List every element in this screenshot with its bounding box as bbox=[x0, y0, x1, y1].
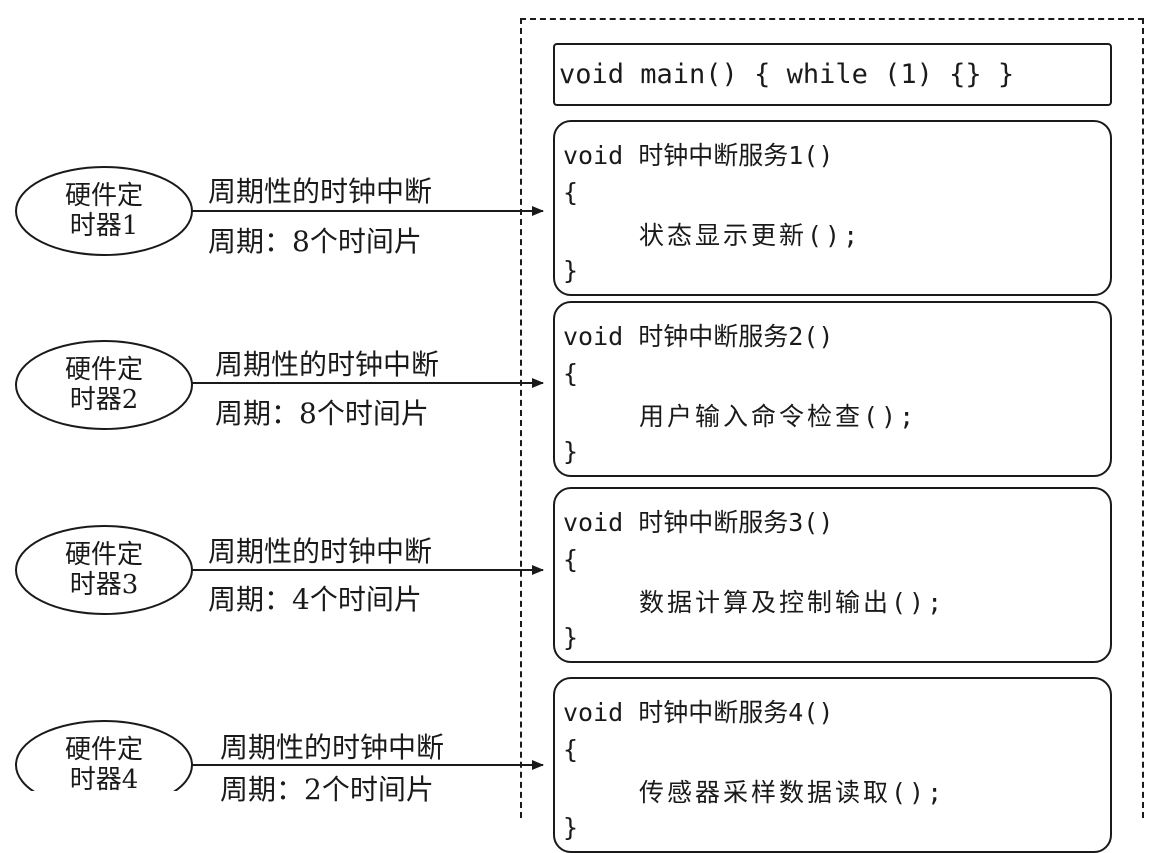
signal-label-1: 周期性的时钟中断 bbox=[208, 175, 433, 208]
isr-open-brace: { bbox=[563, 178, 579, 207]
isr-header: void 时钟中断服务3() bbox=[563, 508, 834, 537]
isr-close-brace: } bbox=[563, 813, 579, 842]
timer-label-line: 硬件定 bbox=[64, 735, 143, 765]
signal-label-2: 周期性的时钟中断 bbox=[215, 348, 440, 381]
main-function-box: void main() { while (1) {} } bbox=[553, 43, 1112, 106]
timer-label-line: 硬件定 bbox=[64, 181, 143, 211]
software-region bbox=[520, 18, 1144, 818]
period-label-3: 周期：4个时间片 bbox=[208, 583, 422, 616]
period-label-1: 周期：8个时间片 bbox=[208, 225, 422, 258]
isr-header: void 时钟中断服务1() bbox=[563, 141, 834, 170]
timer-ellipse-2 bbox=[15, 340, 193, 430]
period-label-2: 周期：8个时间片 bbox=[215, 397, 429, 430]
diagram-canvas bbox=[15, 166, 544, 791]
isr-body: 传感器采样数据读取(); bbox=[639, 778, 946, 807]
timer-label-line: 时器4 bbox=[69, 765, 139, 795]
timer-label-line: 硬件定 bbox=[64, 355, 143, 385]
isr-box-2: void 时钟中断服务2() { 用户输入命令检查(); } bbox=[553, 301, 1112, 477]
isr-header: void 时钟中断服务2() bbox=[563, 322, 834, 351]
timer-label-2: 硬件定 时器2 bbox=[16, 355, 192, 415]
timer-label-line: 时器1 bbox=[69, 211, 139, 241]
isr-box-1: void 时钟中断服务1() { 状态显示更新(); } bbox=[553, 120, 1112, 296]
signal-label-4: 周期性的时钟中断 bbox=[220, 731, 445, 764]
timer-label-line: 时器3 bbox=[69, 570, 139, 600]
isr-open-brace: { bbox=[563, 545, 579, 574]
isr-body: 状态显示更新(); bbox=[639, 221, 862, 250]
isr-box-3: void 时钟中断服务3() { 数据计算及控制输出(); } bbox=[553, 487, 1112, 663]
isr-box-4: void 时钟中断服务4() { 传感器采样数据读取(); } bbox=[553, 677, 1112, 853]
signal-label-3: 周期性的时钟中断 bbox=[208, 535, 433, 568]
isr-body: 数据计算及控制输出(); bbox=[639, 588, 946, 617]
isr-open-brace: { bbox=[563, 735, 579, 764]
timer-label-line: 时器2 bbox=[69, 385, 139, 415]
isr-close-brace: } bbox=[563, 623, 579, 652]
timer-label-line: 硬件定 bbox=[64, 540, 143, 570]
isr-header: void 时钟中断服务4() bbox=[563, 698, 834, 727]
isr-close-brace: } bbox=[563, 437, 579, 466]
isr-open-brace: { bbox=[563, 359, 579, 388]
isr-body: 用户输入命令检查(); bbox=[639, 402, 918, 431]
isr-close-brace: } bbox=[563, 256, 579, 285]
period-label-4: 周期：2个时间片 bbox=[220, 773, 434, 806]
timer-label-4: 硬件定 时器4 bbox=[16, 735, 192, 795]
timer-label-3: 硬件定 时器3 bbox=[16, 540, 192, 600]
timer-label-1: 硬件定 时器1 bbox=[16, 181, 192, 241]
